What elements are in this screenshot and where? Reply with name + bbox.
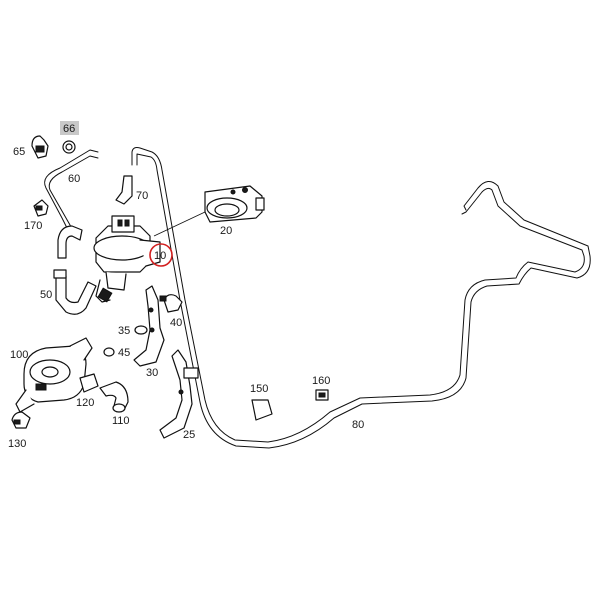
callout-30[interactable]: 30 bbox=[146, 367, 158, 379]
hose-70 bbox=[115, 175, 133, 205]
callout-170[interactable]: 170 bbox=[24, 220, 42, 232]
elbow-hose-110 bbox=[99, 381, 129, 413]
highlight-circle-10 bbox=[149, 243, 173, 267]
callout-20[interactable]: 20 bbox=[220, 225, 232, 237]
callout-45[interactable]: 45 bbox=[118, 347, 130, 359]
clamp-40 bbox=[159, 294, 183, 313]
elbow-hose-50 bbox=[53, 269, 97, 315]
bracket-30 bbox=[133, 285, 165, 367]
callout-130[interactable]: 130 bbox=[8, 438, 26, 450]
callout-35[interactable]: 35 bbox=[118, 325, 130, 337]
callout-120[interactable]: 120 bbox=[76, 397, 94, 409]
valve-unit-10 bbox=[93, 211, 206, 303]
clip-160 bbox=[315, 389, 329, 401]
hose-60 bbox=[44, 149, 99, 235]
clamp-130 bbox=[11, 411, 31, 429]
clip-45 bbox=[103, 347, 115, 357]
callout-100[interactable]: 100 bbox=[10, 349, 28, 361]
highlight-box-66 bbox=[60, 121, 79, 135]
clamp-120 bbox=[79, 373, 99, 393]
callout-50[interactable]: 50 bbox=[40, 289, 52, 301]
callout-40[interactable]: 40 bbox=[170, 317, 182, 329]
callout-110[interactable]: 110 bbox=[112, 415, 130, 427]
callout-10[interactable]: 10 bbox=[154, 250, 166, 262]
callout-80[interactable]: 80 bbox=[352, 419, 364, 431]
clip-65 bbox=[31, 135, 49, 159]
callout-160[interactable]: 160 bbox=[312, 375, 330, 387]
clip-35 bbox=[134, 325, 148, 335]
hose-bend bbox=[57, 225, 83, 259]
bracket-25 bbox=[159, 349, 199, 439]
pump-100 bbox=[15, 337, 93, 413]
callout-25[interactable]: 25 bbox=[183, 429, 195, 441]
callout-66[interactable]: 66 bbox=[63, 123, 75, 135]
callout-65[interactable]: 65 bbox=[13, 146, 25, 158]
seal-66 bbox=[62, 140, 76, 154]
bracket-ring-20 bbox=[204, 185, 265, 223]
pipe-80 bbox=[131, 147, 591, 449]
callout-150[interactable]: 150 bbox=[250, 383, 268, 395]
callout-70[interactable]: 70 bbox=[136, 190, 148, 202]
clip-150 bbox=[251, 399, 273, 421]
callout-60[interactable]: 60 bbox=[68, 173, 80, 185]
clip-170 bbox=[33, 199, 49, 217]
